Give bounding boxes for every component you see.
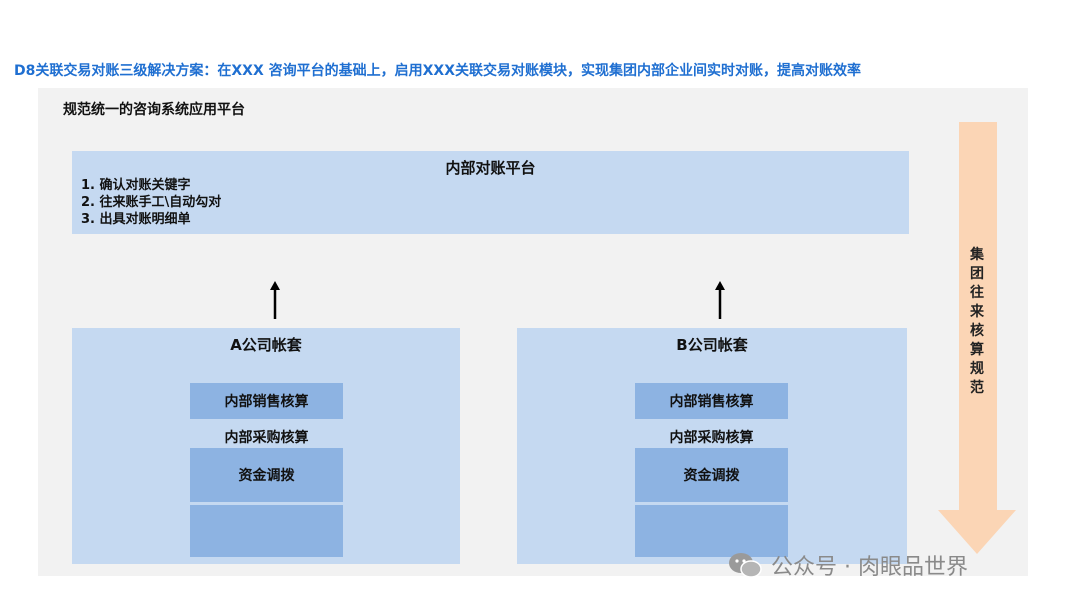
funds-transfer: 资金调拨	[190, 448, 343, 502]
funds-transfer: 资金调拨	[635, 448, 788, 502]
ledger-title: B公司帐套	[676, 336, 748, 354]
group-accounting-standard-label: 集团往来核算规范	[962, 246, 992, 398]
empty-block	[190, 505, 343, 557]
internal-reconciliation-platform: 内部对账平台 1. 确认对账关键字 2. 往来账手工\自动勾对 3. 出具对账明…	[72, 151, 909, 234]
page-title: D8关联交易对账三级解决方案：在XXX 咨询平台的基础上，启用XXX关联交易对账…	[14, 63, 861, 79]
watermark: 公众号 · 肉眼品世界	[727, 548, 968, 582]
side-label-text: 集团往来核算规范	[970, 247, 984, 396]
company-a-ledger: A公司帐套 内部销售核算 内部采购核算 资金调拨	[72, 328, 460, 564]
internal-purchase-accounting: 内部采购核算	[669, 430, 754, 446]
up-arrow-icon	[270, 281, 280, 319]
internal-platform-title: 内部对账平台	[445, 159, 536, 177]
internal-sales-accounting: 内部销售核算	[635, 383, 788, 419]
up-arrow-icon	[715, 281, 725, 319]
wechat-icon	[729, 553, 762, 578]
internal-purchase-accounting: 内部采购核算	[224, 430, 309, 446]
step-item: 2. 往来账手工\自动勾对	[81, 195, 222, 210]
watermark-text: 公众号 · 肉眼品世界	[771, 555, 968, 580]
reconciliation-steps: 1. 确认对账关键字 2. 往来账手工\自动勾对 3. 出具对账明细单	[81, 177, 221, 228]
down-arrow-icon	[938, 122, 1016, 554]
step-item: 1. 确认对账关键字	[81, 178, 191, 193]
empty-block	[635, 505, 788, 557]
ledger-title: A公司帐套	[230, 336, 302, 354]
internal-sales-accounting: 内部销售核算	[190, 383, 343, 419]
step-item: 3. 出具对账明细单	[81, 212, 191, 227]
platform-label: 规范统一的咨询系统应用平台	[63, 102, 245, 118]
company-b-ledger: B公司帐套 内部销售核算 内部采购核算 资金调拨	[517, 328, 907, 564]
